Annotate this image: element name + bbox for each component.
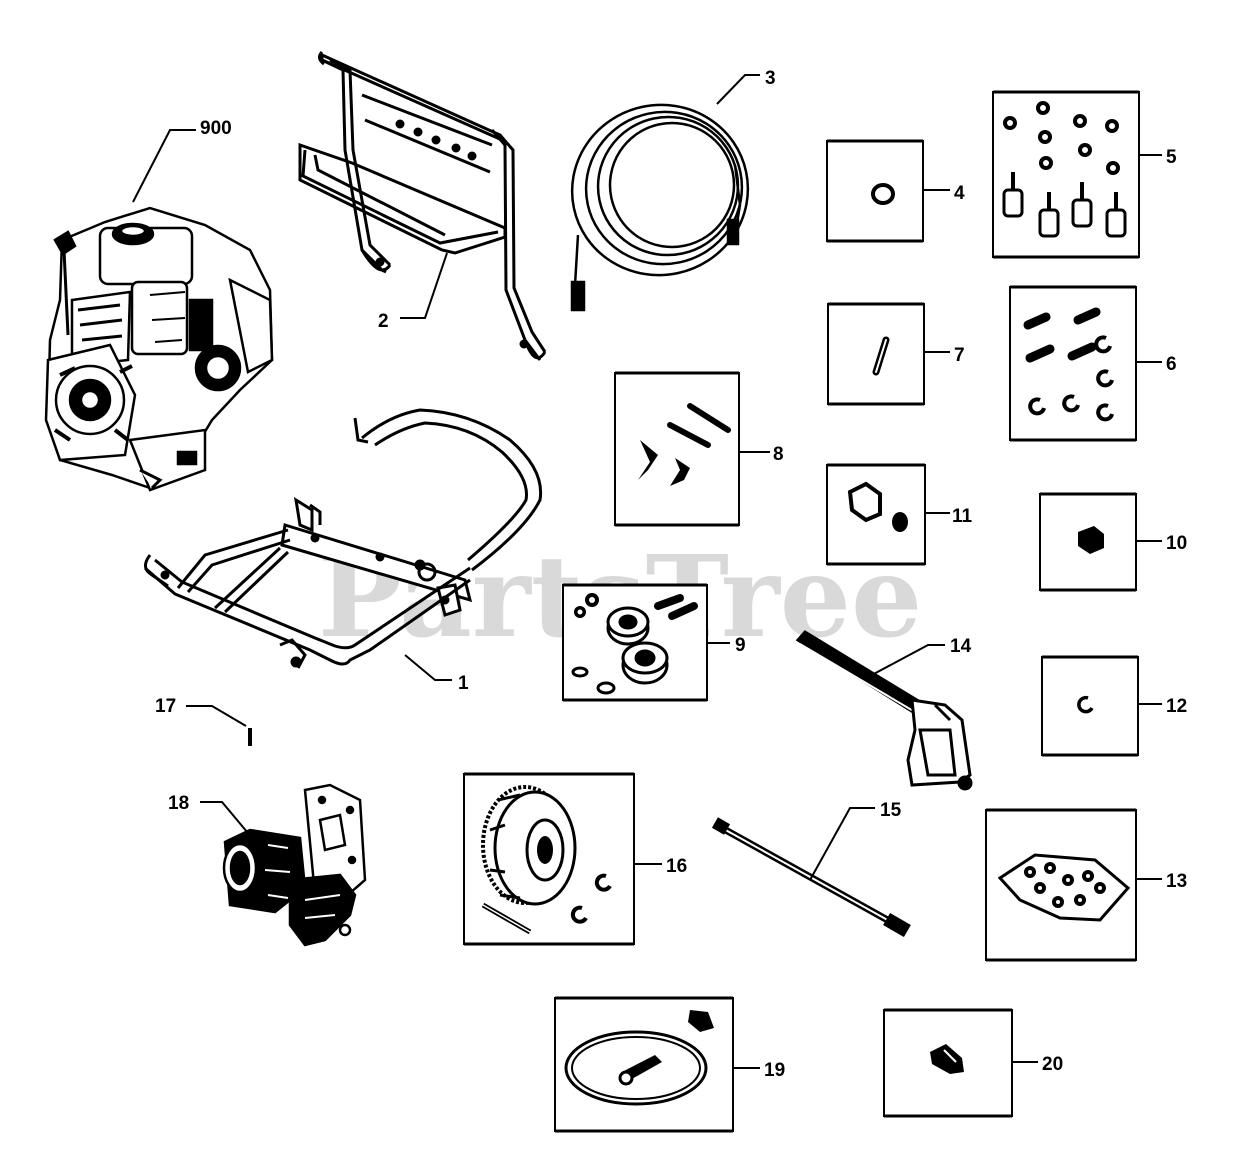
- hose-illustration[interactable]: [556, 89, 763, 312]
- part-9-box[interactable]: [562, 583, 708, 702]
- callout-label-6: 6: [1166, 354, 1177, 375]
- callout-17: 17: [155, 696, 247, 727]
- callout-16: 16: [634, 856, 687, 877]
- callout-10: 10: [1136, 533, 1187, 554]
- part-5-box[interactable]: [992, 90, 1140, 259]
- part-7-box[interactable]: [827, 302, 925, 406]
- callout-label-3: 3: [765, 68, 776, 89]
- part-19-box[interactable]: [554, 996, 734, 1133]
- engine-illustration[interactable]: [44, 206, 274, 492]
- part-10-box[interactable]: [1039, 492, 1137, 592]
- callout-9: 9: [707, 635, 746, 656]
- part-13-box[interactable]: [985, 808, 1137, 962]
- callout-label-8: 8: [773, 444, 784, 465]
- callout-label-4: 4: [954, 183, 965, 204]
- callout-19: 19: [733, 1060, 785, 1081]
- callout-label-13: 13: [1166, 871, 1187, 892]
- callout-label-1: 1: [458, 673, 469, 694]
- callout-label-11: 11: [952, 506, 973, 527]
- callout-20: 20: [1012, 1054, 1063, 1075]
- callout-label-18: 18: [168, 793, 189, 814]
- callout-11: 11: [925, 506, 973, 527]
- callout-label-17: 17: [155, 696, 176, 717]
- callout-label-5: 5: [1166, 147, 1177, 168]
- callout-1: 1: [404, 654, 469, 694]
- part-4-box[interactable]: [826, 139, 924, 243]
- callout-13: 13: [1136, 871, 1187, 892]
- part-11-box[interactable]: [826, 463, 926, 566]
- callout-label-2: 2: [378, 311, 389, 332]
- callout-label-14: 14: [950, 636, 972, 657]
- part-16-wheel-box[interactable]: [463, 772, 635, 946]
- pump-illustration[interactable]: [222, 783, 367, 947]
- callout-18: 18: [168, 793, 259, 846]
- part-6-box[interactable]: [1009, 285, 1137, 442]
- handle-frame-illustration[interactable]: [298, 50, 547, 361]
- callout-label-20: 20: [1042, 1054, 1063, 1075]
- callout-3: 3: [716, 68, 776, 105]
- base-frame-illustration[interactable]: [144, 408, 543, 669]
- callout-label-10: 10: [1166, 533, 1187, 554]
- callout-label-7: 7: [954, 345, 965, 366]
- callout-8: 8: [739, 444, 784, 465]
- callout-7: 7: [924, 345, 965, 366]
- callout-6: 6: [1136, 354, 1177, 375]
- callout-15: 15: [809, 800, 902, 881]
- spray-gun-illustration[interactable]: [795, 630, 973, 791]
- callout-label-9: 9: [735, 635, 746, 656]
- callout-4: 4: [923, 183, 965, 204]
- callout-label-12: 12: [1166, 696, 1187, 717]
- part-8-box[interactable]: [614, 371, 740, 527]
- callout-label-15: 15: [880, 800, 902, 821]
- callout-900: 900: [132, 118, 232, 203]
- callout-12: 12: [1138, 696, 1187, 717]
- callout-label-16: 16: [666, 856, 687, 877]
- part-12-box[interactable]: [1041, 655, 1139, 757]
- callout-label-19: 19: [764, 1060, 785, 1081]
- callout-14: 14: [869, 636, 972, 677]
- callout-2: 2: [378, 252, 448, 332]
- callout-label-900: 900: [200, 118, 232, 139]
- callout-5: 5: [1139, 147, 1177, 168]
- part-20-box[interactable]: [883, 1008, 1013, 1118]
